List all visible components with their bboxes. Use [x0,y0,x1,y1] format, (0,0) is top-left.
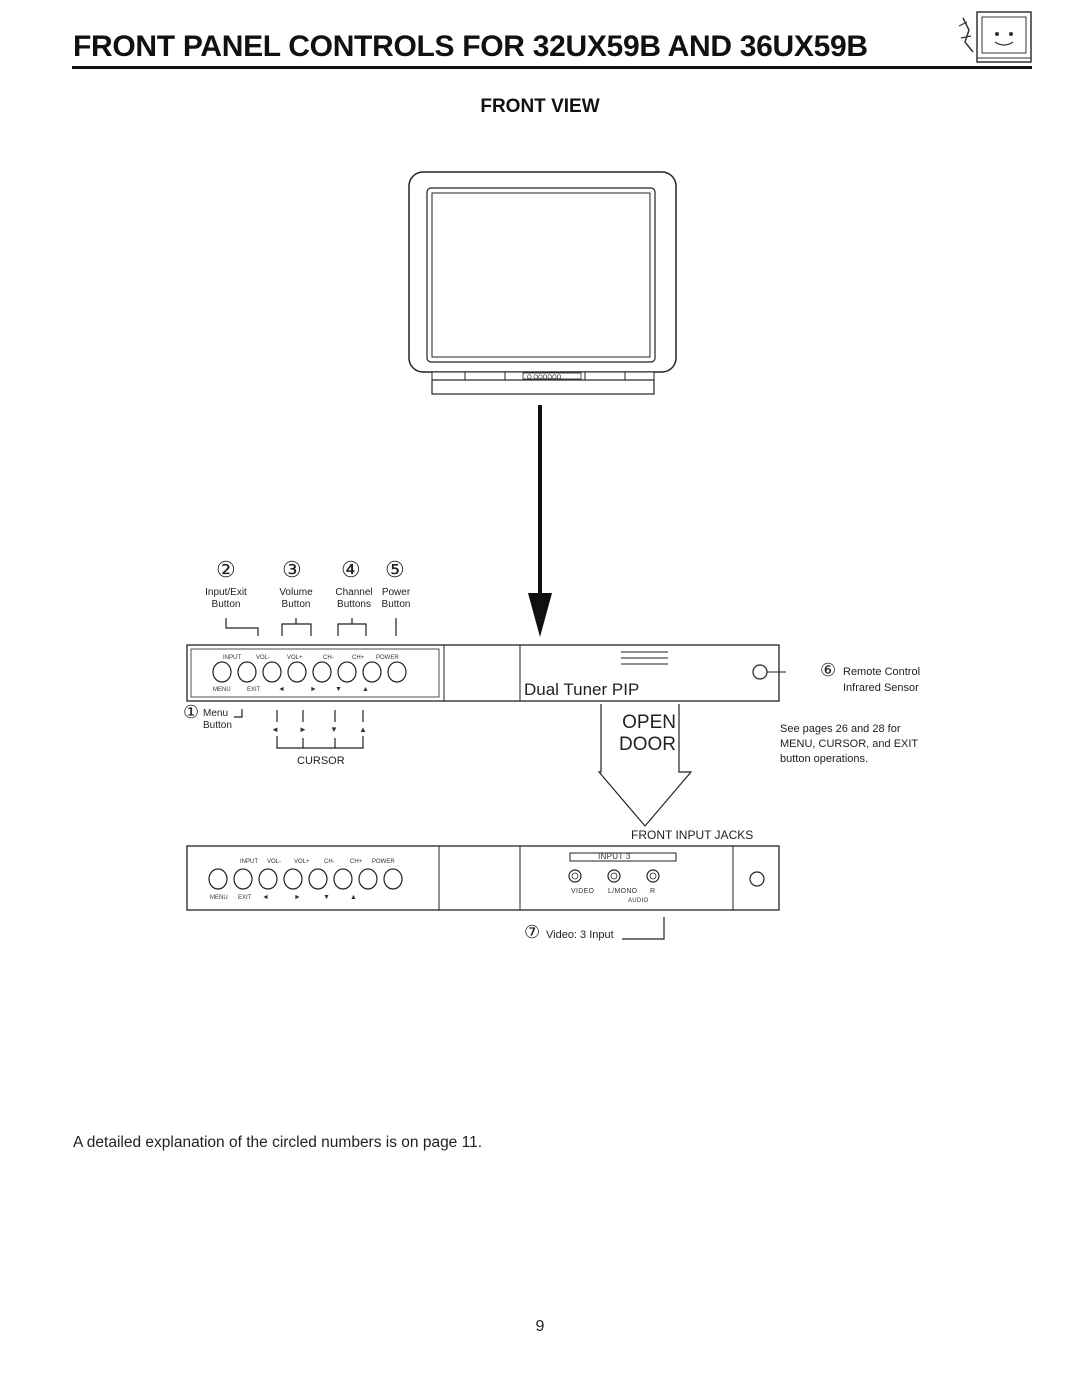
panel-top-label: CH- [324,859,335,865]
callout-2: ② [216,558,236,583]
panel-bottom-label: ► [294,894,301,901]
panel-bottom-label: MENU [213,687,231,693]
volume-down-button[interactable] [258,868,278,890]
volume-down-button[interactable] [262,661,282,683]
panel-bottom-label: ▼ [323,894,330,901]
panel-bottom-label: ▼ [335,686,342,693]
callout-brackets [225,618,397,636]
panel-bottom-label: ► [310,686,317,693]
callout-4: ④ [341,558,361,583]
panel-buttons: INPUT VOL- VOL+ CH- CH+ POWER MENU EXIT … [212,655,407,693]
lmono-jack-label: L/MONO [608,888,638,895]
panel-top-label: POWER [372,859,395,865]
input-panel-buttons: INPUT VOL- VOL+ CH- CH+ POWER MENU EXIT … [208,859,403,901]
section-heading: FRONT VIEW [480,96,600,117]
page-title: FRONT PANEL CONTROLS FOR 32UX59B AND 36U… [73,30,868,63]
video-jack-label: VIDEO [571,888,595,895]
input-exit-button[interactable] [237,661,257,683]
panel-bottom-label: ▲ [350,894,357,901]
tv-panel-text: O OOOOOO [527,375,562,381]
channel-down-button[interactable] [312,661,332,683]
volume-up-button[interactable] [287,661,307,683]
channel-up-button[interactable] [333,868,353,890]
power-button[interactable] [362,661,382,683]
open-door-arrow [597,704,693,827]
audio-label: AUDIO [628,898,649,904]
panel-bottom-label: ◄ [262,894,269,901]
panel-top-label: VOL- [267,859,281,865]
front-control-panel [186,644,786,702]
cursor-label: CURSOR [297,755,345,767]
panel-top-label: VOL+ [294,859,310,865]
callout-1: ① [183,702,200,723]
panel-top-label: CH- [323,655,334,661]
tv-front-illustration: O OOOOOO [408,171,677,395]
panel-bottom-label: ◄ [278,686,285,693]
panel-top-label: INPUT [223,655,241,661]
panel-top-label: CH+ [350,859,363,865]
open-door-label: OPEN DOOR [619,712,676,755]
cursor-left-arrow: ◄ [271,725,280,734]
menu-button[interactable] [212,661,232,683]
front-input-jacks-heading: FRONT INPUT JACKS [631,828,754,842]
see-pages-note: See pages 26 and 28 for MENU, CURSOR, an… [780,723,919,765]
callout-6: ⑥ [820,660,837,681]
extra-button[interactable] [383,868,403,890]
tv-mascot-icon [958,11,1032,63]
panel-top-label: VOL+ [287,655,303,661]
cursor-up-arrow: ▲ [359,725,368,734]
cursor-down-arrow: ▼ [330,725,339,734]
audio-right-jack[interactable] [646,869,660,883]
dual-tuner-pip-label: Dual Tuner PIP [524,680,640,699]
panel-top-label: VOL- [256,655,270,661]
video-jack[interactable] [568,869,582,883]
explanation-caption: A detailed explanation of the circled nu… [73,1134,483,1151]
panel-bottom-label: EXIT [247,687,261,693]
input-exit-button[interactable] [233,868,253,890]
panel-top-label: INPUT [240,859,258,865]
channel-up-button[interactable] [337,661,357,683]
down-arrow-icon [528,405,552,637]
panel-bottom-label: ▲ [362,686,369,693]
input-3-label: INPUT 3 [598,852,631,861]
callout-3: ③ [282,558,302,583]
panel-bottom-label: MENU [210,895,228,901]
page-number: 9 [535,1318,545,1335]
menu-button[interactable] [208,868,228,890]
callout-5: ⑤ [385,558,405,583]
cursor-brackets [276,710,364,749]
video-3-input-label: Video: 3 Input [546,929,614,941]
r-jack-label: R [650,888,656,895]
channel-down-button[interactable] [308,868,328,890]
audio-left-jack[interactable] [607,869,621,883]
video-3-callout-line [622,917,665,940]
menu-callout-line [234,709,243,718]
power-button[interactable] [358,868,378,890]
cursor-right-arrow: ► [299,725,308,734]
callout-7: ⑦ [524,922,541,943]
remote-sensor-label-1: Remote Control [843,666,921,678]
panel-top-label: POWER [376,655,399,661]
title-rule [72,66,1032,69]
panel-bottom-label: EXIT [238,895,252,901]
remote-sensor-window [749,871,765,887]
remote-sensor-label-2: Infrared Sensor [843,682,919,694]
extra-button[interactable] [387,661,407,683]
panel-top-label: CH+ [352,655,365,661]
volume-up-button[interactable] [283,868,303,890]
